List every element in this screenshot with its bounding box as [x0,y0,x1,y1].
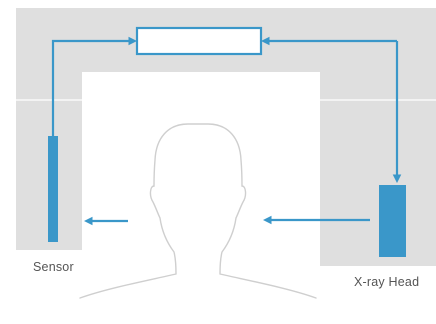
connector-sensor-to-panel [51,36,138,136]
sensor-bar [48,136,58,242]
patient-head-outline [79,123,317,299]
sensor-label: Sensor [33,260,74,274]
xray-head-label: X-ray Head [354,275,420,289]
device-housing [16,8,436,266]
xray-head-block [379,185,406,257]
gantry-panel [135,26,263,56]
